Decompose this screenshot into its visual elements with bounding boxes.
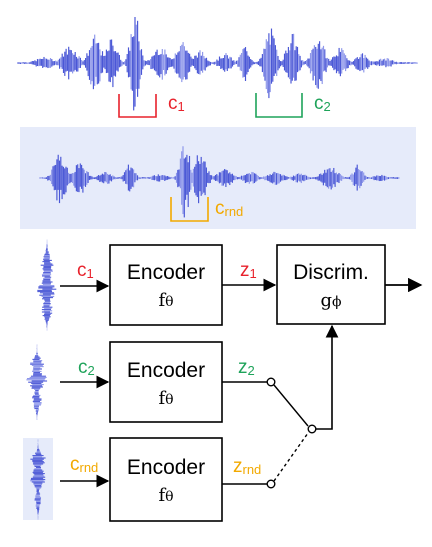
output-label-z2: z2 bbox=[238, 357, 255, 378]
input-label-c1: c1 bbox=[77, 260, 94, 281]
discriminator-box: Discrim. gϕ bbox=[276, 244, 386, 325]
encoder-2-box: Encoder fθ bbox=[109, 341, 223, 423]
encoder-3-box: Encoder fθ bbox=[109, 437, 223, 522]
c2-bracket bbox=[255, 93, 303, 118]
switch-pivot bbox=[307, 424, 317, 434]
switch-solid-arm bbox=[273, 384, 309, 427]
random-waveform bbox=[39, 146, 400, 218]
chunk-c1-waveform bbox=[37, 239, 57, 331]
encoder-1-box: Encoder fθ bbox=[109, 244, 223, 326]
encoder-3-param: fθ bbox=[158, 485, 173, 506]
chunk-crnd-waveform bbox=[30, 439, 46, 520]
encoder-3-title: Encoder bbox=[127, 456, 205, 479]
encoder-2-param: fθ bbox=[158, 388, 173, 409]
c2-marker-label: c2 bbox=[314, 93, 331, 114]
switch-terminal-z2 bbox=[266, 377, 276, 387]
encoder-2-title: Encoder bbox=[127, 359, 205, 382]
switch-to-discriminator-arrow bbox=[316, 324, 339, 430]
c1-bracket bbox=[118, 94, 157, 118]
discriminator-title: Discrim. bbox=[293, 261, 369, 284]
chunk-c2-waveform bbox=[26, 344, 48, 420]
discriminator-param: gϕ bbox=[320, 290, 341, 311]
switch-dashed-arm bbox=[273, 432, 309, 482]
encoder-1-title: Encoder bbox=[127, 261, 205, 284]
crnd-bracket bbox=[170, 197, 209, 222]
switch-terminal-zrnd bbox=[266, 479, 276, 489]
c1-marker-label: c1 bbox=[168, 93, 185, 114]
crnd-marker-label: crnd bbox=[215, 198, 243, 219]
top-waveform bbox=[17, 17, 418, 111]
input-label-crnd: crnd bbox=[70, 454, 98, 475]
encoder-1-param: fθ bbox=[158, 290, 173, 311]
output-label-z1: z1 bbox=[240, 260, 257, 281]
output-label-zrnd: zrnd bbox=[233, 456, 261, 477]
input-label-c2: c2 bbox=[78, 357, 95, 378]
